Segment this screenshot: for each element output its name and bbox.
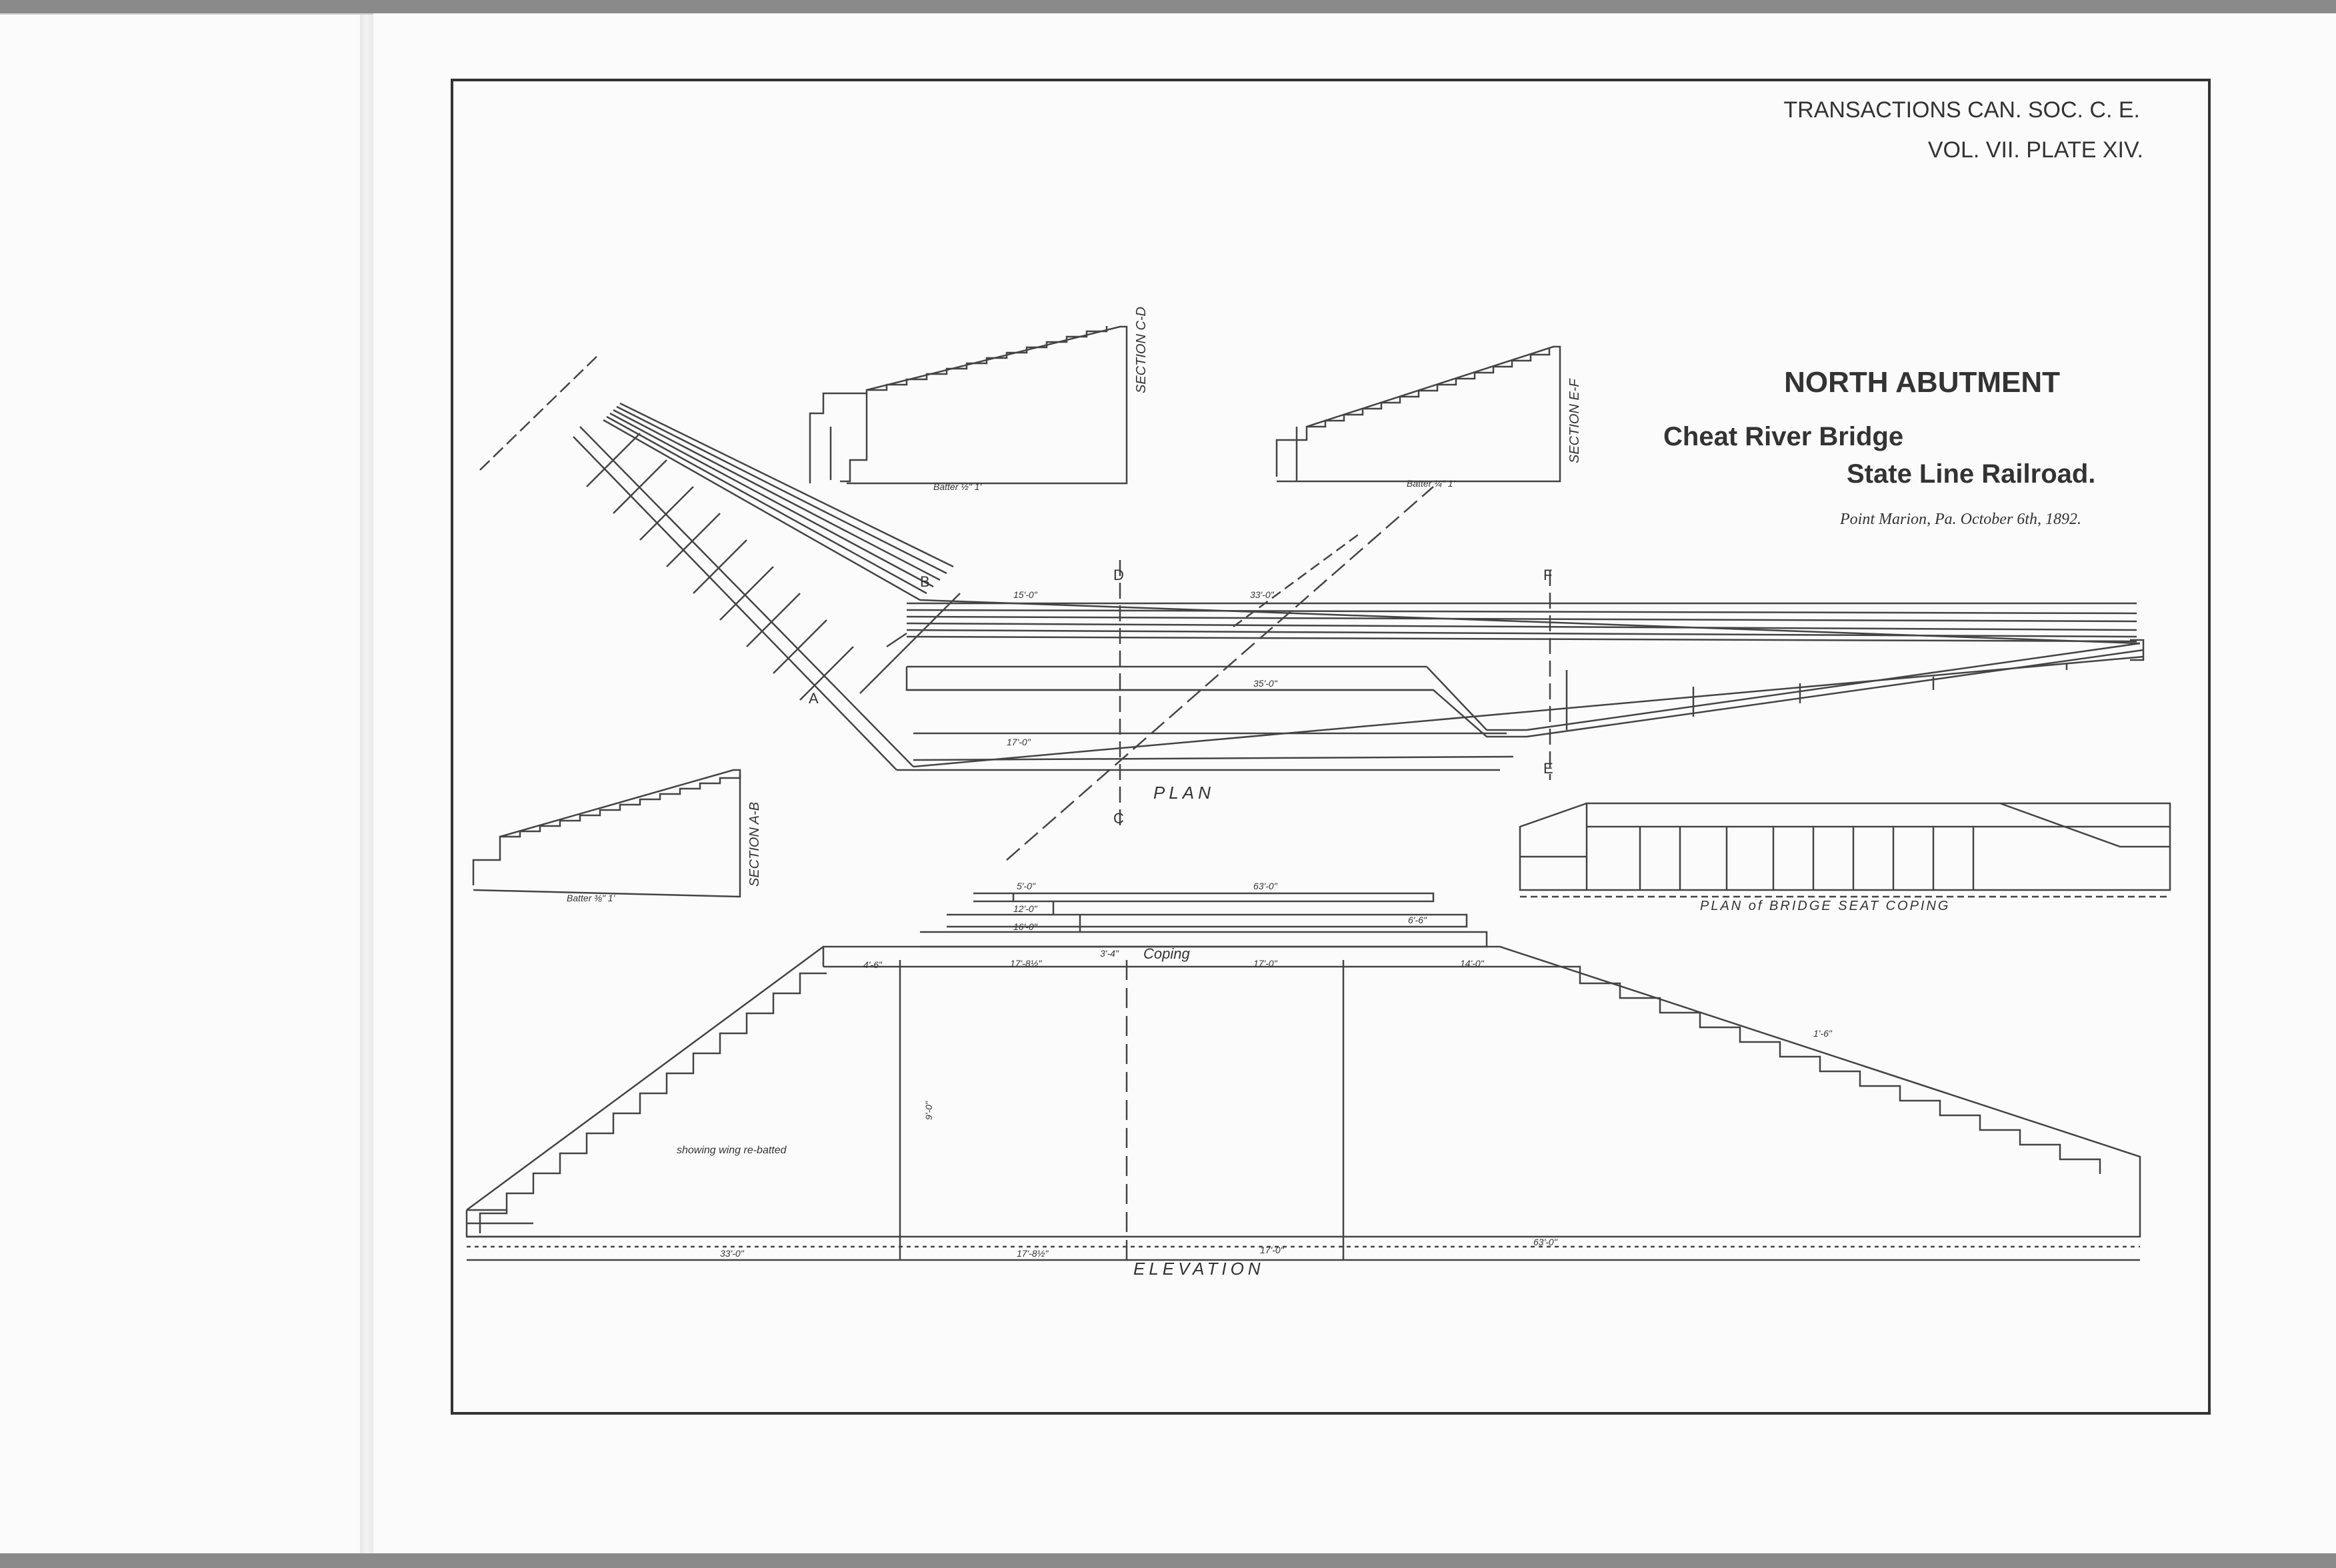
dim-elev-12: 63'-0"	[1533, 1237, 1558, 1247]
plate-border	[451, 79, 2211, 1415]
railroad-name: State Line Railroad.	[1847, 459, 2095, 489]
elevation-caption: ELEVATION	[1133, 1259, 1265, 1279]
letter-f: F	[1543, 567, 1552, 583]
dim-elev-height: 9'-0"	[923, 1101, 934, 1120]
drawing-title: NORTH ABUTMENT	[1784, 366, 2060, 399]
wing-note: showing wing re-batted	[677, 1145, 787, 1156]
place-date: Point Marion, Pa. October 6th, 1892.	[1839, 511, 2081, 528]
plan-drawing	[479, 353, 2145, 861]
section-ab-drawing	[472, 769, 741, 898]
letter-b: B	[920, 573, 930, 590]
plan-caption: PLAN	[1153, 783, 1215, 803]
dim-plan-1: 15'-0"	[1013, 589, 1038, 600]
letter-a: A	[809, 690, 819, 707]
dim-plan-2: 33'-0"	[1250, 589, 1275, 600]
letter-c: C	[1113, 810, 1124, 827]
dim-elev-4: 63'-0"	[1253, 881, 1278, 891]
volume-plate: VOL. VII. PLATE XIV.	[1928, 137, 2143, 163]
dim-step: 6'-6"	[1408, 915, 1427, 925]
section-ef-label: SECTION E-F	[1567, 378, 1582, 463]
bridge-name: Cheat River Bridge	[1663, 422, 1903, 451]
section-cd-drawing	[809, 325, 1128, 485]
dim-plan-4: 35'-0"	[1253, 678, 1278, 689]
coping-label: Coping	[1143, 945, 1190, 962]
section-ef-drawing	[1275, 345, 1561, 483]
scan-top-edge	[0, 0, 2336, 13]
batter-ab: Batter ⅜" 1'	[567, 893, 616, 903]
book-gutter	[360, 15, 373, 1555]
dim-elev-8: 4'-6"	[863, 959, 883, 970]
dim-elev-7: 14'-0"	[1460, 958, 1485, 969]
dim-wing-right: 1'-6"	[1813, 1028, 1833, 1039]
coping-plan-drawing	[1519, 802, 2171, 898]
letter-e: E	[1543, 760, 1553, 777]
batter-cd: Batter ½" 1'	[933, 481, 983, 492]
dim-elev-1: 5'-0"	[1017, 881, 1036, 891]
dim-elev-5: 17'-8½"	[1010, 958, 1042, 969]
dim-elev-10: 17'-8½"	[1017, 1248, 1049, 1259]
dim-elev-2: 12'-0"	[1013, 903, 1038, 914]
dim-elev-6: 17'-0"	[1253, 958, 1278, 969]
section-cd-label: SECTION C-D	[1134, 307, 1149, 393]
batter-ef: Batter ¼" 1'	[1407, 478, 1456, 489]
letter-d: D	[1113, 567, 1124, 583]
coping-plan-caption: PLAN of BRIDGE SEAT COPING	[1700, 899, 1950, 913]
dim-elev-9: 33'-0"	[720, 1248, 745, 1259]
dim-elev-3: 16'-0"	[1013, 921, 1038, 932]
left-blank-page	[0, 15, 363, 1555]
elevation-drawing	[465, 892, 2141, 1261]
dim-plan-3: 17'-0"	[1007, 737, 1031, 747]
section-ab-label: SECTION A-B	[747, 802, 762, 887]
journal-title: TRANSACTIONS CAN. SOC. C. E.	[1783, 97, 2140, 123]
dim-coping-1: 3'-4"	[1100, 948, 1119, 959]
scan-bottom-edge	[0, 1553, 2336, 1568]
dim-elev-11: 17'-0"	[1260, 1245, 1285, 1255]
